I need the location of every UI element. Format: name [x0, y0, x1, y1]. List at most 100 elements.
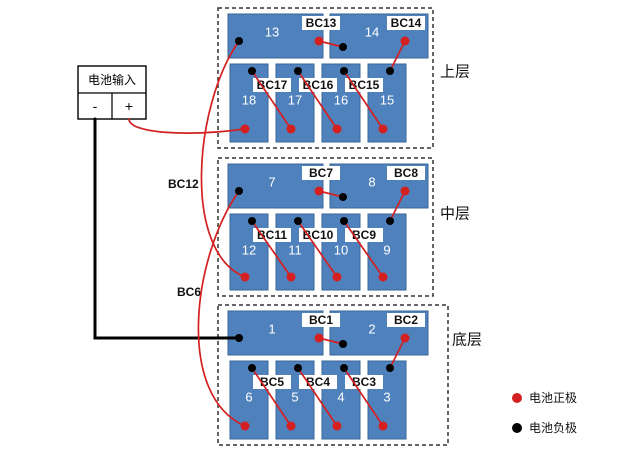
connector-label-bg	[302, 166, 340, 180]
cell-number: 2	[368, 322, 375, 337]
negative-terminal-dot	[235, 37, 243, 45]
cell-number: 11	[288, 243, 302, 258]
positive-terminal-dot	[332, 272, 342, 282]
cell-number: 12	[242, 243, 256, 258]
connector-label-bg	[299, 228, 337, 242]
series-positive-wire	[343, 220, 384, 278]
layer-label: 中层	[440, 206, 470, 223]
negative-terminal-dot	[386, 217, 394, 225]
negative-terminal-dot	[248, 364, 256, 372]
connector-label: BC13	[306, 16, 337, 30]
cell-number: 6	[245, 390, 252, 405]
battery-input-title: 电池输入	[88, 72, 136, 87]
positive-terminal-dot	[240, 272, 250, 282]
positive-terminal-dot	[286, 124, 296, 134]
connector-label: BC9	[352, 228, 376, 242]
connector-label-bg	[387, 16, 425, 30]
positive-terminal-dot	[378, 421, 388, 431]
interlayer-positive-wire	[197, 190, 246, 427]
negative-terminal-dot	[248, 217, 256, 225]
connector-label-bg	[253, 375, 291, 389]
negative-terminal-dot	[339, 43, 347, 51]
positive-terminal-dot	[378, 124, 388, 134]
connector-label: BC6	[177, 285, 201, 299]
connector-label: BC5	[260, 375, 284, 389]
negative-terminal-dot	[339, 193, 347, 201]
series-positive-wire	[297, 367, 338, 427]
negative-terminal-dot	[339, 340, 347, 348]
positive-terminal-dot	[314, 333, 324, 343]
connector-label: BC7	[309, 166, 333, 180]
connector-label-bg	[253, 78, 291, 92]
cell-number: 3	[383, 390, 390, 405]
battery-cell	[275, 213, 315, 291]
legend-negative-dot	[512, 423, 522, 433]
cell-number: 8	[368, 175, 375, 190]
series-positive-wire	[251, 367, 292, 427]
cell-number: 18	[242, 93, 256, 108]
connector-label: BC8	[394, 166, 418, 180]
positive-terminal-dot	[332, 124, 342, 134]
series-positive-wire	[389, 40, 406, 72]
connector-label: BC1	[309, 313, 333, 327]
positive-terminal-dot	[286, 272, 296, 282]
connector-label: BC14	[391, 16, 422, 30]
negative-terminal-dot	[294, 67, 302, 75]
cell-number: 17	[288, 93, 302, 108]
positive-terminal-dot	[314, 36, 324, 46]
legend-positive-dot	[512, 393, 522, 403]
positive-terminal-dot	[378, 272, 388, 282]
positive-terminal-dot	[400, 36, 410, 46]
legend-label: 电池正极	[529, 391, 577, 405]
cell-number: 15	[380, 93, 394, 108]
positive-terminal-dot	[314, 186, 324, 196]
connector-label-bg	[253, 228, 291, 242]
cell-number: 14	[365, 25, 379, 40]
negative-terminal-dot	[340, 364, 348, 372]
series-positive-wire	[389, 337, 406, 369]
series-positive-wire	[251, 70, 292, 130]
connector-label-bg	[302, 313, 340, 327]
negative-terminal-dot	[294, 217, 302, 225]
cell-number: 16	[334, 93, 348, 108]
layer-box	[217, 157, 434, 297]
negative-terminal-dot	[340, 217, 348, 225]
negative-terminal-dot	[248, 67, 256, 75]
connector-label: BC4	[306, 375, 330, 389]
plus-terminal-label: +	[125, 98, 133, 114]
layer-box	[217, 7, 434, 149]
battery-input-dividers	[78, 92, 146, 119]
negative-terminal-dot	[340, 67, 348, 75]
cell-number: 1	[268, 322, 275, 337]
cell-number: 7	[268, 175, 275, 190]
positive-terminal-dot	[400, 333, 410, 343]
series-positive-wire	[343, 70, 384, 130]
cell-number: 5	[291, 390, 298, 405]
positive-terminal-dot	[400, 186, 410, 196]
negative-terminal-dot	[386, 67, 394, 75]
connector-label-bg	[302, 16, 340, 30]
connector-label-bg	[387, 166, 425, 180]
series-positive-wire	[389, 190, 406, 222]
cell-number: 10	[334, 243, 348, 258]
cell-number: 13	[265, 25, 279, 40]
connector-label-bg	[345, 78, 383, 92]
series-positive-wire	[297, 70, 338, 130]
negative-terminal-dot	[294, 364, 302, 372]
layer-label: 底层	[452, 332, 482, 349]
cell-number: 4	[337, 390, 344, 405]
connector-label: BC12	[168, 177, 199, 191]
input-positive-wire	[128, 118, 246, 134]
connector-label-bg	[345, 375, 383, 389]
connector-label: BC2	[394, 313, 418, 327]
negative-terminal-dot	[386, 364, 394, 372]
legend-label: 电池负极	[529, 421, 577, 435]
interlayer-positive-wire	[200, 40, 246, 278]
positive-terminal-dot	[240, 124, 250, 134]
negative-terminal-dot	[235, 187, 243, 195]
positive-terminal-dot	[332, 421, 342, 431]
input-negative-wire	[93, 117, 241, 340]
series-positive-wire	[343, 367, 384, 427]
